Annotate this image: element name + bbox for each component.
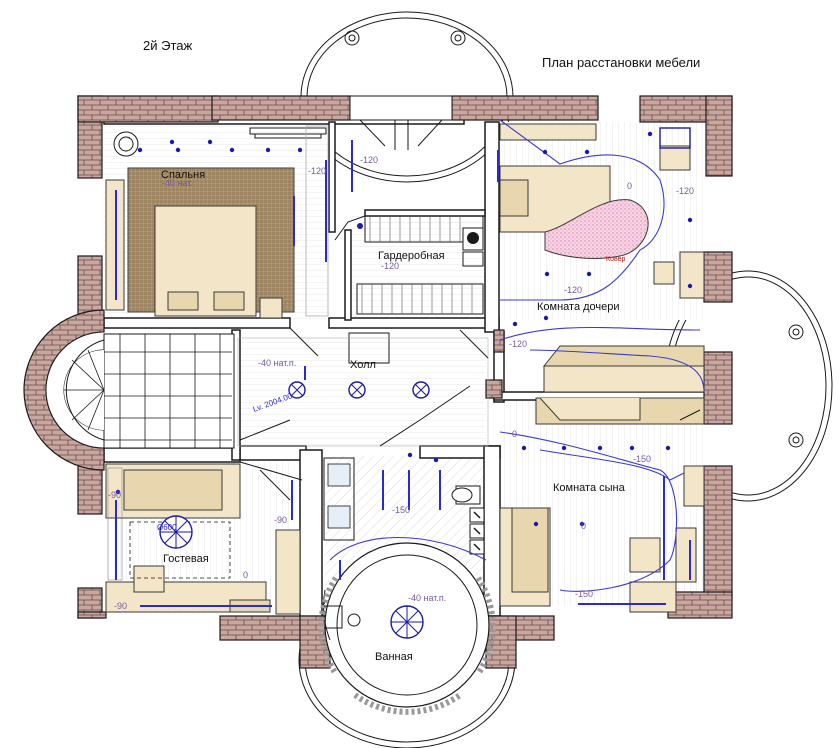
plan-title: План расстановки мебели	[542, 55, 700, 70]
lighting	[115, 131, 693, 639]
level-son-ceiling-2: -150	[575, 589, 593, 599]
level-son-ceiling-1: -150	[633, 454, 651, 464]
guest-lamp-diameter: Ø600	[157, 523, 177, 532]
level-son-zero-2: 0	[581, 521, 586, 531]
bedroom-furniture	[105, 125, 329, 319]
floor-label: 2й Этаж	[143, 38, 192, 53]
wardrobe-furniture	[334, 215, 484, 315]
room-label-daughter: Комната дочери	[537, 301, 620, 313]
level-daughter-zero: 0	[627, 181, 632, 191]
level-wardrobe-ceiling: -120	[381, 261, 399, 271]
level-hall-floor: -40 нат.п.	[258, 358, 296, 368]
room-label-hall: Холл	[350, 359, 376, 371]
level-guest-2: -90	[274, 515, 287, 525]
level-guest-3: -90	[114, 601, 127, 611]
level-guest-zero: 0	[243, 570, 248, 580]
level-son-zero-1: 0	[512, 429, 517, 439]
staircase	[63, 333, 235, 449]
daughter-furniture	[499, 119, 705, 393]
level-daughter-ceiling-3: -120	[509, 339, 527, 349]
hall-lamps	[288, 366, 430, 399]
level-bedroom-ceiling-2: -120	[360, 155, 378, 165]
room-label-bath: Ванная	[375, 651, 413, 663]
son-furniture	[499, 397, 705, 613]
room-label-bedroom: Спальня	[161, 169, 205, 181]
rug-label: Ковер	[606, 256, 626, 263]
room-label-son: Комната сына	[553, 482, 626, 494]
level-bath-ceiling: -150	[392, 505, 410, 515]
hall-furniture	[237, 327, 489, 447]
top-doors	[349, 95, 453, 150]
room-label-guest: Гостевая	[163, 553, 209, 565]
level-daughter-ceiling-1: -120	[676, 186, 694, 196]
level-bath-floor: -40 нат.п.	[408, 593, 446, 603]
level-daughter-ceiling-2: -120	[564, 285, 582, 295]
room-label-wardrobe: Гардеробная	[378, 250, 445, 262]
bedroom-spots	[137, 139, 303, 153]
level-bedroom-ceiling-1: -120	[308, 166, 326, 176]
level-bedroom-floor: -40 нат.	[162, 178, 193, 188]
level-guest-1: -90	[108, 490, 121, 500]
